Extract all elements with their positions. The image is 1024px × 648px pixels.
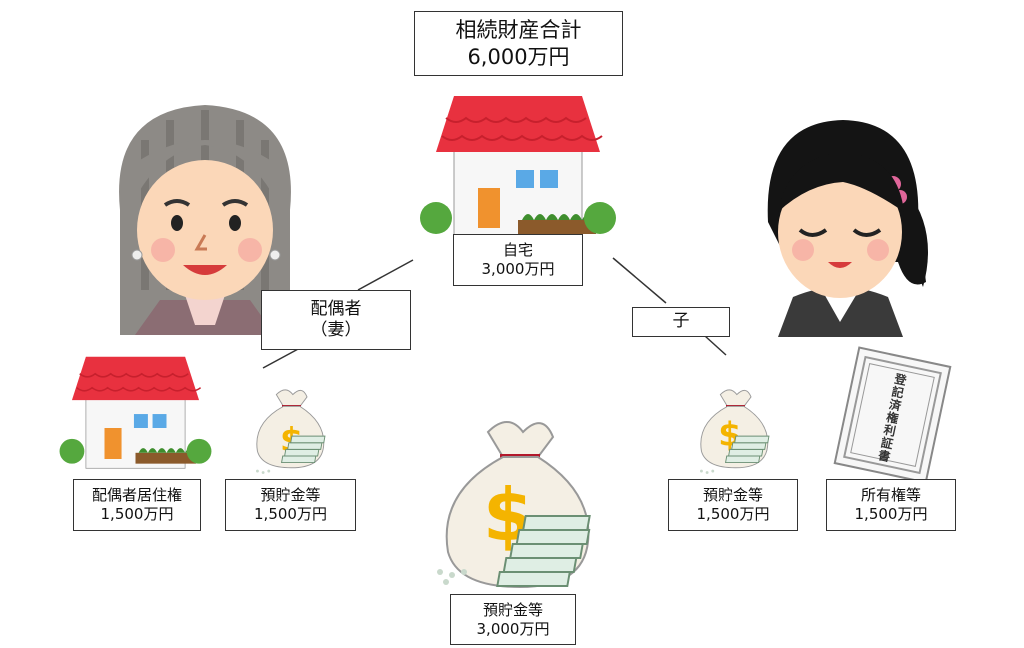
small-house-icon <box>59 356 212 469</box>
total-estate-box: 相続財産合計 6,000万円 <box>414 11 623 76</box>
child-person-icon <box>767 120 928 337</box>
residence-right-box: 配偶者居住権 1,500万円 <box>73 479 201 531</box>
line-home-spouse-lower <box>262 347 301 369</box>
spouse-savings-label: 預貯金等 <box>260 486 321 505</box>
total-estate-title: 相続財産合計 <box>455 18 582 43</box>
ownership-label: 所有権等 <box>860 486 921 505</box>
spouse-savings-amount: 1,500万円 <box>254 505 327 523</box>
child-savings-label: 預貯金等 <box>702 486 763 505</box>
money-bag-icon: $ <box>256 389 326 474</box>
spouse-box: 配偶者 （妻） <box>261 290 411 350</box>
spouse-label: 配偶者 <box>310 298 362 319</box>
home-amount: 3,000万円 <box>481 260 555 278</box>
child-savings-amount: 1,500万円 <box>696 505 770 523</box>
line-home-spouse-upper <box>357 259 414 291</box>
total-savings-box: 預貯金等 3,000万円 <box>450 594 576 645</box>
spouse-sub-label: （妻） <box>310 320 362 340</box>
line-home-child-lower <box>704 335 727 356</box>
residence-right-amount: 1,500万円 <box>100 505 174 523</box>
home-label: 自宅 <box>502 241 533 260</box>
line-home-child-upper <box>612 257 667 304</box>
residence-right-label: 配偶者居住権 <box>91 486 182 505</box>
ownership-amount: 1,500万円 <box>854 505 928 523</box>
house-icon <box>420 96 616 241</box>
child-savings-box: 預貯金等 1,500万円 <box>668 479 798 531</box>
large-money-bag-icon: $ <box>437 421 591 589</box>
spouse-person-icon <box>119 105 291 335</box>
total-estate-amount: 6,000万円 <box>467 44 570 69</box>
child-box: 子 <box>632 307 730 337</box>
total-savings-label: 預貯金等 <box>482 600 543 619</box>
home-box: 自宅 3,000万円 <box>453 234 583 286</box>
child-money-bag-icon: $ <box>700 389 770 474</box>
ownership-box: 所有権等 1,500万円 <box>826 479 956 531</box>
total-savings-amount: 3,000万円 <box>476 619 550 638</box>
child-label: 子 <box>672 311 690 332</box>
spouse-savings-box: 預貯金等 1,500万円 <box>225 479 356 531</box>
